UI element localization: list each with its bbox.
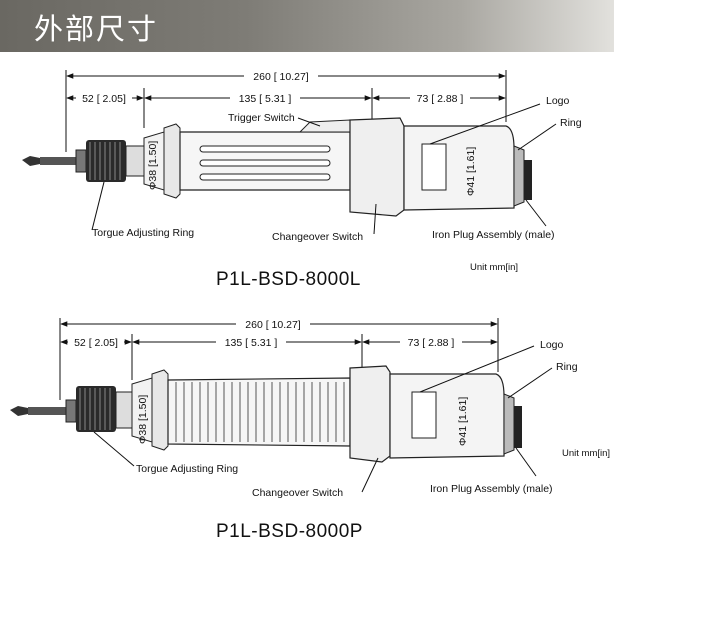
label-changeover-switch: Changeover Switch [252,487,343,499]
dia-small-label: Φ38 [1.50] [137,395,149,444]
dia-small-label: Φ38 [1.50] [147,141,159,190]
middle-length-label: 135 [ 5.31 ] [239,93,292,105]
label-torque-ring: Torgue Adjusting Ring [136,463,238,475]
label-ring: Ring [556,361,578,373]
front-length-label: 52 [ 2.05] [74,337,118,349]
label-ring: Ring [560,117,582,129]
dia-large-label: Φ41 [1.61] [465,147,477,196]
page-title: 外部尺寸 [34,12,159,46]
label-logo: Logo [546,95,570,107]
label-logo: Logo [540,339,564,351]
rear-length-label: 73 [ 2.88 ] [417,93,464,105]
front-length-label: 52 [ 2.05] [82,93,126,105]
model-name: P1L-BSD-8000L [216,269,361,290]
drawing-p1l-bsd-8000l: 260 [ 10.27] 52 [ 2.05] 135 [ 5.31 ] 73 … [22,69,582,290]
model-name: P1L-BSD-8000P [216,521,363,542]
rear-length-label: 73 [ 2.88 ] [408,337,455,349]
dia-large-label: Φ41 [1.61] [457,397,469,446]
header-bar: 外部尺寸 [0,0,614,52]
overall-length-label: 260 [ 10.27] [245,319,301,331]
label-iron-plug: Iron Plug Assembly (male) [430,483,553,495]
drawing-p1l-bsd-8000p: 260 [ 10.27] 52 [ 2.05] 135 [ 5.31 ] 73 … [10,317,610,542]
middle-length-label: 135 [ 5.31 ] [225,337,278,349]
overall-length-label: 260 [ 10.27] [253,71,309,83]
label-torque-ring: Torgue Adjusting Ring [92,227,194,239]
label-changeover-switch: Changeover Switch [272,231,363,243]
label-trigger-switch: Trigger Switch [228,112,295,124]
unit-label: Unit mm[in] [562,448,610,459]
label-iron-plug: Iron Plug Assembly (male) [432,229,555,241]
unit-label: Unit mm[in] [470,262,518,273]
